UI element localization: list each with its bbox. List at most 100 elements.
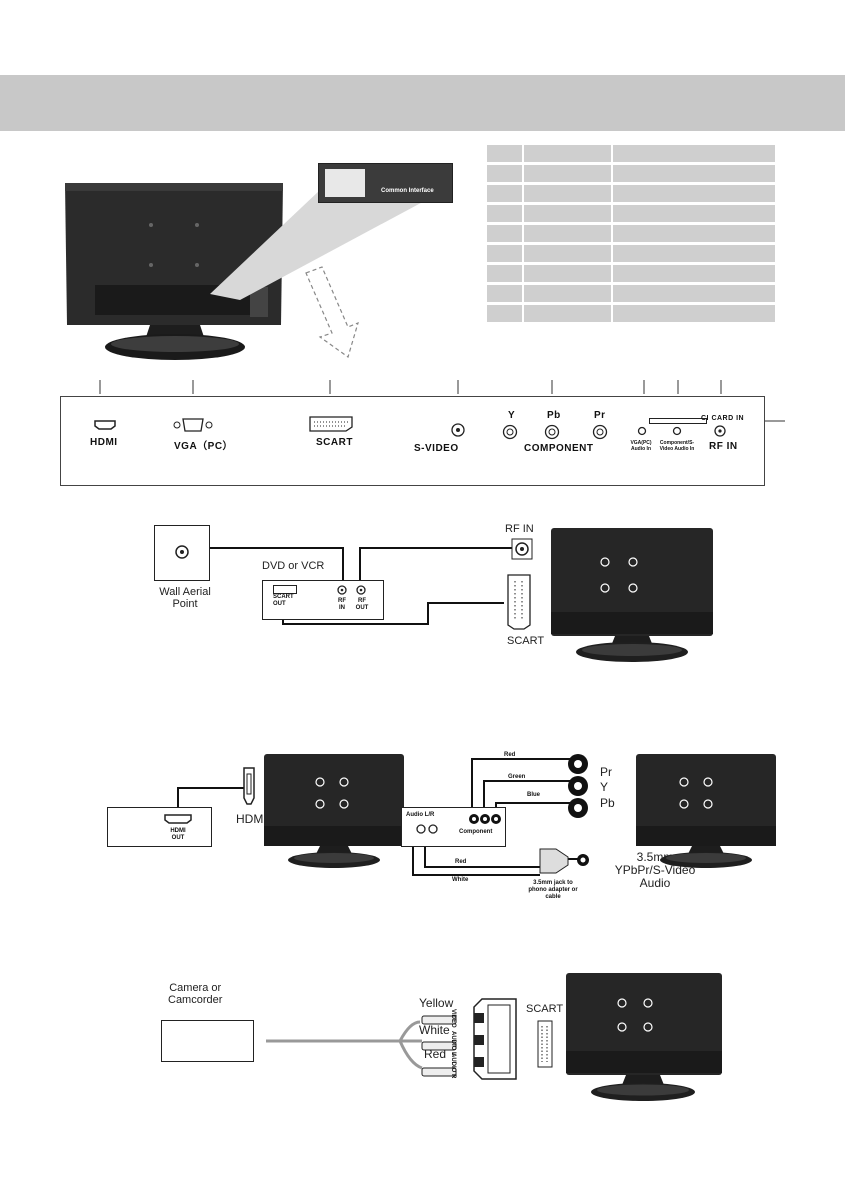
tv-rear-hdmi-diagram [264,754,404,868]
vcr-scart-out-label: SCART OUT [273,594,294,607]
panel-scart-label: SCART [316,437,353,448]
vcr-rf-in-label: RF IN [338,598,346,611]
tv-rf-socket-icon [511,538,533,560]
tv-rear-illustration [65,183,283,360]
audio-35-label: 3.5mm YPbPr/S-Video Audio [600,851,710,890]
y-port-icon [502,424,518,440]
dvd-vcr-label: DVD or VCR [262,560,325,572]
rca-y-icon [568,776,588,796]
audio-lr-ports-icon [416,824,438,834]
pb-port-icon [544,424,560,440]
jack-adapter-icon [539,848,569,874]
panel-rf-label: RF IN [709,441,738,452]
camera-line1: Camera or [169,982,222,994]
table-row [487,185,775,202]
vcr-scart-port-icon [273,585,297,594]
audio-r-port-label: AUDIO R [450,1053,456,1079]
wall-aerial-label: Wall Aerial Point [159,586,211,610]
rca-plugs-icon [421,1015,457,1077]
pr-label: Pr [600,765,612,779]
table-row [487,285,775,302]
ci-slot-icon [325,169,365,197]
rf-port-icon [714,425,726,437]
spec-table [487,142,775,325]
ci-card-slot [649,418,707,424]
audio-lr-label: Audio L/R [406,812,435,818]
rca-pr-icon [568,754,588,774]
adapter-label: 3.5mm jack to phono adapter or cable [528,880,578,900]
panel-y-label: Y [508,410,516,421]
camera-label: Camera or Camcorder [168,982,222,1006]
tv-scart-label: SCART [507,635,545,647]
tv-rf-in-label: RF IN [505,523,534,535]
audio-35-line2: YPbPr/S-Video [614,863,696,877]
y-label: Y [600,780,609,794]
component-ports-icon [469,814,501,824]
blue-wire-label: Blue [527,792,541,798]
audio-l-port-label: AUDIO L [450,1031,456,1056]
tv-rear-rf-diagram [551,528,713,662]
panel-pr-label: Pr [594,410,606,421]
ci-callout-label: Common Interface [381,188,434,194]
component-label: Component [459,829,493,835]
white-audio-label: White [452,877,469,883]
table-row [487,305,775,322]
vga-port-icon [173,418,213,432]
vga-audio-port-icon [637,426,647,436]
yellow-label: Yellow [419,996,454,1010]
camera-cable [266,1020,423,1070]
dvd-vcr-box: SCART OUT RF IN RF OUT [262,580,384,620]
panel-component-label: COMPONENT [524,443,594,454]
table-row [487,145,775,162]
vcr-rf-out-label: RF OUT [355,598,369,611]
audio-35-line3: Audio [639,876,671,890]
component-source-box: Audio L/R Component [401,807,506,847]
svideo-port-icon [451,423,465,437]
ci-callout-beam [210,190,445,300]
panel-svideo-label: S-VIDEO [414,443,459,454]
hdmi-port-icon [94,420,116,430]
panel-ci-label: CI CARD IN [701,415,745,422]
wall-aerial-box [154,525,210,581]
tv-rear-component-diagram [636,754,776,868]
scart-port-icon [309,416,353,432]
hdmi-label: HDMI [236,812,267,826]
panel-comp-audio-label: Component/S-Video Audio In [659,440,695,452]
table-row [487,245,775,262]
aerial-socket-icon [175,545,189,559]
hdmi-cable [177,787,245,808]
pb-label: Pb [600,796,615,810]
header-band [0,75,845,131]
vcr-rf-in-icon [337,585,347,595]
panel-vga-label: VGA（PC） [174,441,234,452]
camera-scart-socket-icon [537,1020,553,1068]
panel-vga-audio-label: VGA(PC) Audio In [630,440,652,452]
ci-callout-box: Common Interface [318,163,453,203]
table-row [487,265,775,282]
white-label: White [419,1023,450,1037]
jack-35-icon [577,854,589,866]
hdmi-source-box: HDMI OUT [107,807,212,847]
component-cables [412,758,585,876]
red-audio-label: Red [455,859,467,865]
vcr-rf-out-icon [356,585,366,595]
rca-pb-icon [568,798,588,818]
table-row [487,225,775,242]
scart-adapter-icon [473,998,517,1080]
panel-pb-label: Pb [547,410,561,421]
connector-panel: HDMI VGA（PC） SCART S-VIDEO Y Pb Pr COMPO… [60,396,765,486]
green-wire-label: Green [508,774,526,780]
tv-rear-camera-diagram [566,973,722,1101]
table-row [487,165,775,182]
video-port-label: VIDEO [450,1009,456,1028]
table-row [487,205,775,222]
camera-scart-label: SCART [526,1003,564,1015]
scart-adapter: VIDEO AUDIO L AUDIO R [450,995,520,1083]
panel-tick-marks [99,380,785,422]
camera-box [161,1020,254,1062]
tv-scart-socket-icon [507,574,531,630]
comp-audio-port-icon [672,426,682,436]
hdmi-out-label: HDMI OUT [170,828,186,841]
insert-arrow-icon [305,266,359,358]
panel-hdmi-label: HDMI [90,437,118,448]
